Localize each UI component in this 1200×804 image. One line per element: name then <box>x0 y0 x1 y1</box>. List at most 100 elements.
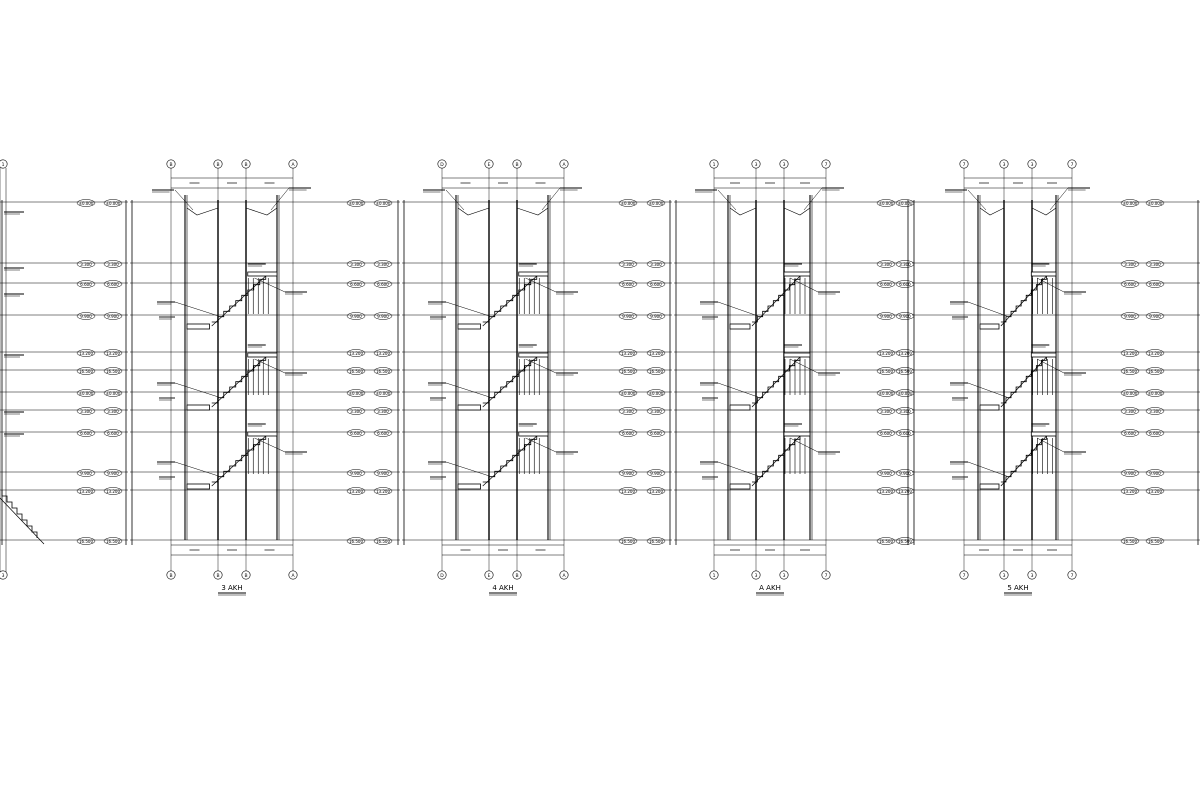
stair-slab <box>482 435 537 487</box>
elevation-label: 6.600 <box>1149 282 1161 287</box>
axis-bubble-bottom <box>241 570 251 580</box>
elevation-label: 16.500 <box>621 539 635 544</box>
elevation-label: 13.200 <box>79 351 93 356</box>
elevation-marker <box>876 349 896 357</box>
axis-label-top: 1 <box>713 162 716 168</box>
elevation-label: 3.300 <box>350 262 362 267</box>
elevation-marker <box>346 260 366 268</box>
level-lines <box>0 200 1200 545</box>
elevation-label: ±0.000 <box>879 391 894 396</box>
elevation-label: ±0.000 <box>376 391 391 396</box>
elevation-label: 6.600 <box>622 431 634 436</box>
elevation-marker <box>895 199 915 207</box>
elevation-label: ±0.000 <box>879 201 894 206</box>
elevation-label: 9.900 <box>80 471 92 476</box>
axis-bubble-top <box>1067 159 1077 169</box>
stair-slab <box>482 275 537 327</box>
axis-label-top: 3 <box>755 162 758 168</box>
elevation-label: 9.900 <box>1124 314 1136 319</box>
elevation-label: 3.300 <box>899 409 911 414</box>
elevation-marker <box>876 487 896 495</box>
axis-label-top: 3 <box>1003 162 1006 168</box>
elevation-label: 16.500 <box>106 539 120 544</box>
note-leader <box>254 358 286 374</box>
elevation-label: 9.900 <box>622 471 634 476</box>
landing-slab <box>457 483 481 490</box>
elevation-label: 6.600 <box>80 282 92 287</box>
axis-label-top: E <box>488 162 491 168</box>
elevation-label: 13.200 <box>879 351 893 356</box>
elevation-marker <box>346 429 366 437</box>
axis-bubble-top <box>241 159 251 169</box>
elevation-marker <box>76 537 96 545</box>
elevation-label: 6.600 <box>80 431 92 436</box>
landing-slab <box>783 352 811 358</box>
elevation-label: ±0.000 <box>1123 201 1138 206</box>
elevation-label: 6.600 <box>622 282 634 287</box>
elevation-marker <box>346 367 366 375</box>
roof-slope <box>186 207 219 216</box>
elevation-label: ±0.000 <box>1148 391 1163 396</box>
elevation-label: 9.900 <box>107 314 119 319</box>
elevation-label: 6.600 <box>377 431 389 436</box>
elevation-marker <box>646 537 666 545</box>
elevation-label: ±0.000 <box>1148 201 1163 206</box>
elevation-marker <box>346 280 366 288</box>
note-leader <box>254 277 286 293</box>
landing-slab <box>518 352 549 358</box>
elevation-marker <box>103 487 123 495</box>
stair-flight <box>428 423 578 490</box>
elevation-marker <box>346 487 366 495</box>
elevation-label: 9.900 <box>377 314 389 319</box>
elevation-label: 9.900 <box>1124 471 1136 476</box>
roof-slope <box>979 207 1005 216</box>
elevation-marker <box>876 280 896 288</box>
elevation-marker <box>618 199 638 207</box>
landing-slab <box>186 323 210 330</box>
elevation-label: 9.900 <box>650 314 662 319</box>
elevation-label: 16.500 <box>621 369 635 374</box>
elevation-marker <box>1120 349 1140 357</box>
elevation-label: 6.600 <box>650 282 662 287</box>
axis-label-top: A <box>562 162 566 168</box>
note-leader <box>525 277 557 293</box>
elevation-label: 6.600 <box>1124 431 1136 436</box>
elevation-marker <box>646 367 666 375</box>
elevation-marker <box>373 537 393 545</box>
elevation-label: 6.600 <box>107 431 119 436</box>
stair-flight <box>950 423 1086 490</box>
elevation-label: 13.200 <box>1148 489 1162 494</box>
elevation-label: 13.200 <box>106 489 120 494</box>
landing-slab <box>979 483 1000 490</box>
landing-slab <box>979 404 1000 411</box>
stair-flight <box>950 344 1086 411</box>
axis-bubble-top <box>166 159 176 169</box>
elevation-label: 13.200 <box>898 351 912 356</box>
elevation-marker <box>76 199 96 207</box>
axis-label-top: 3 <box>783 162 786 168</box>
elevation-marker <box>876 367 896 375</box>
landing-slab <box>247 352 278 358</box>
stair-flight <box>700 263 840 330</box>
elevation-marker <box>1120 487 1140 495</box>
elevation-marker <box>876 260 896 268</box>
elevation-marker <box>1145 199 1165 207</box>
elevation-marker <box>1145 487 1165 495</box>
elevation-label: 6.600 <box>899 431 911 436</box>
elevation-marker <box>1120 199 1140 207</box>
elevation-marker <box>876 312 896 320</box>
elevation-marker <box>646 312 666 320</box>
elevation-label: 13.200 <box>879 489 893 494</box>
elevation-marker <box>346 537 366 545</box>
elevation-label: 3.300 <box>377 262 389 267</box>
elevation-label: 3.300 <box>80 262 92 267</box>
elevation-marker <box>373 367 393 375</box>
elevation-label: ±0.000 <box>376 201 391 206</box>
elevation-marker <box>76 429 96 437</box>
note-leader <box>717 189 737 211</box>
roof-slope <box>783 207 811 216</box>
note-leader <box>525 358 557 374</box>
axis-label-top: A <box>291 162 295 168</box>
stair-slab <box>1000 356 1047 408</box>
